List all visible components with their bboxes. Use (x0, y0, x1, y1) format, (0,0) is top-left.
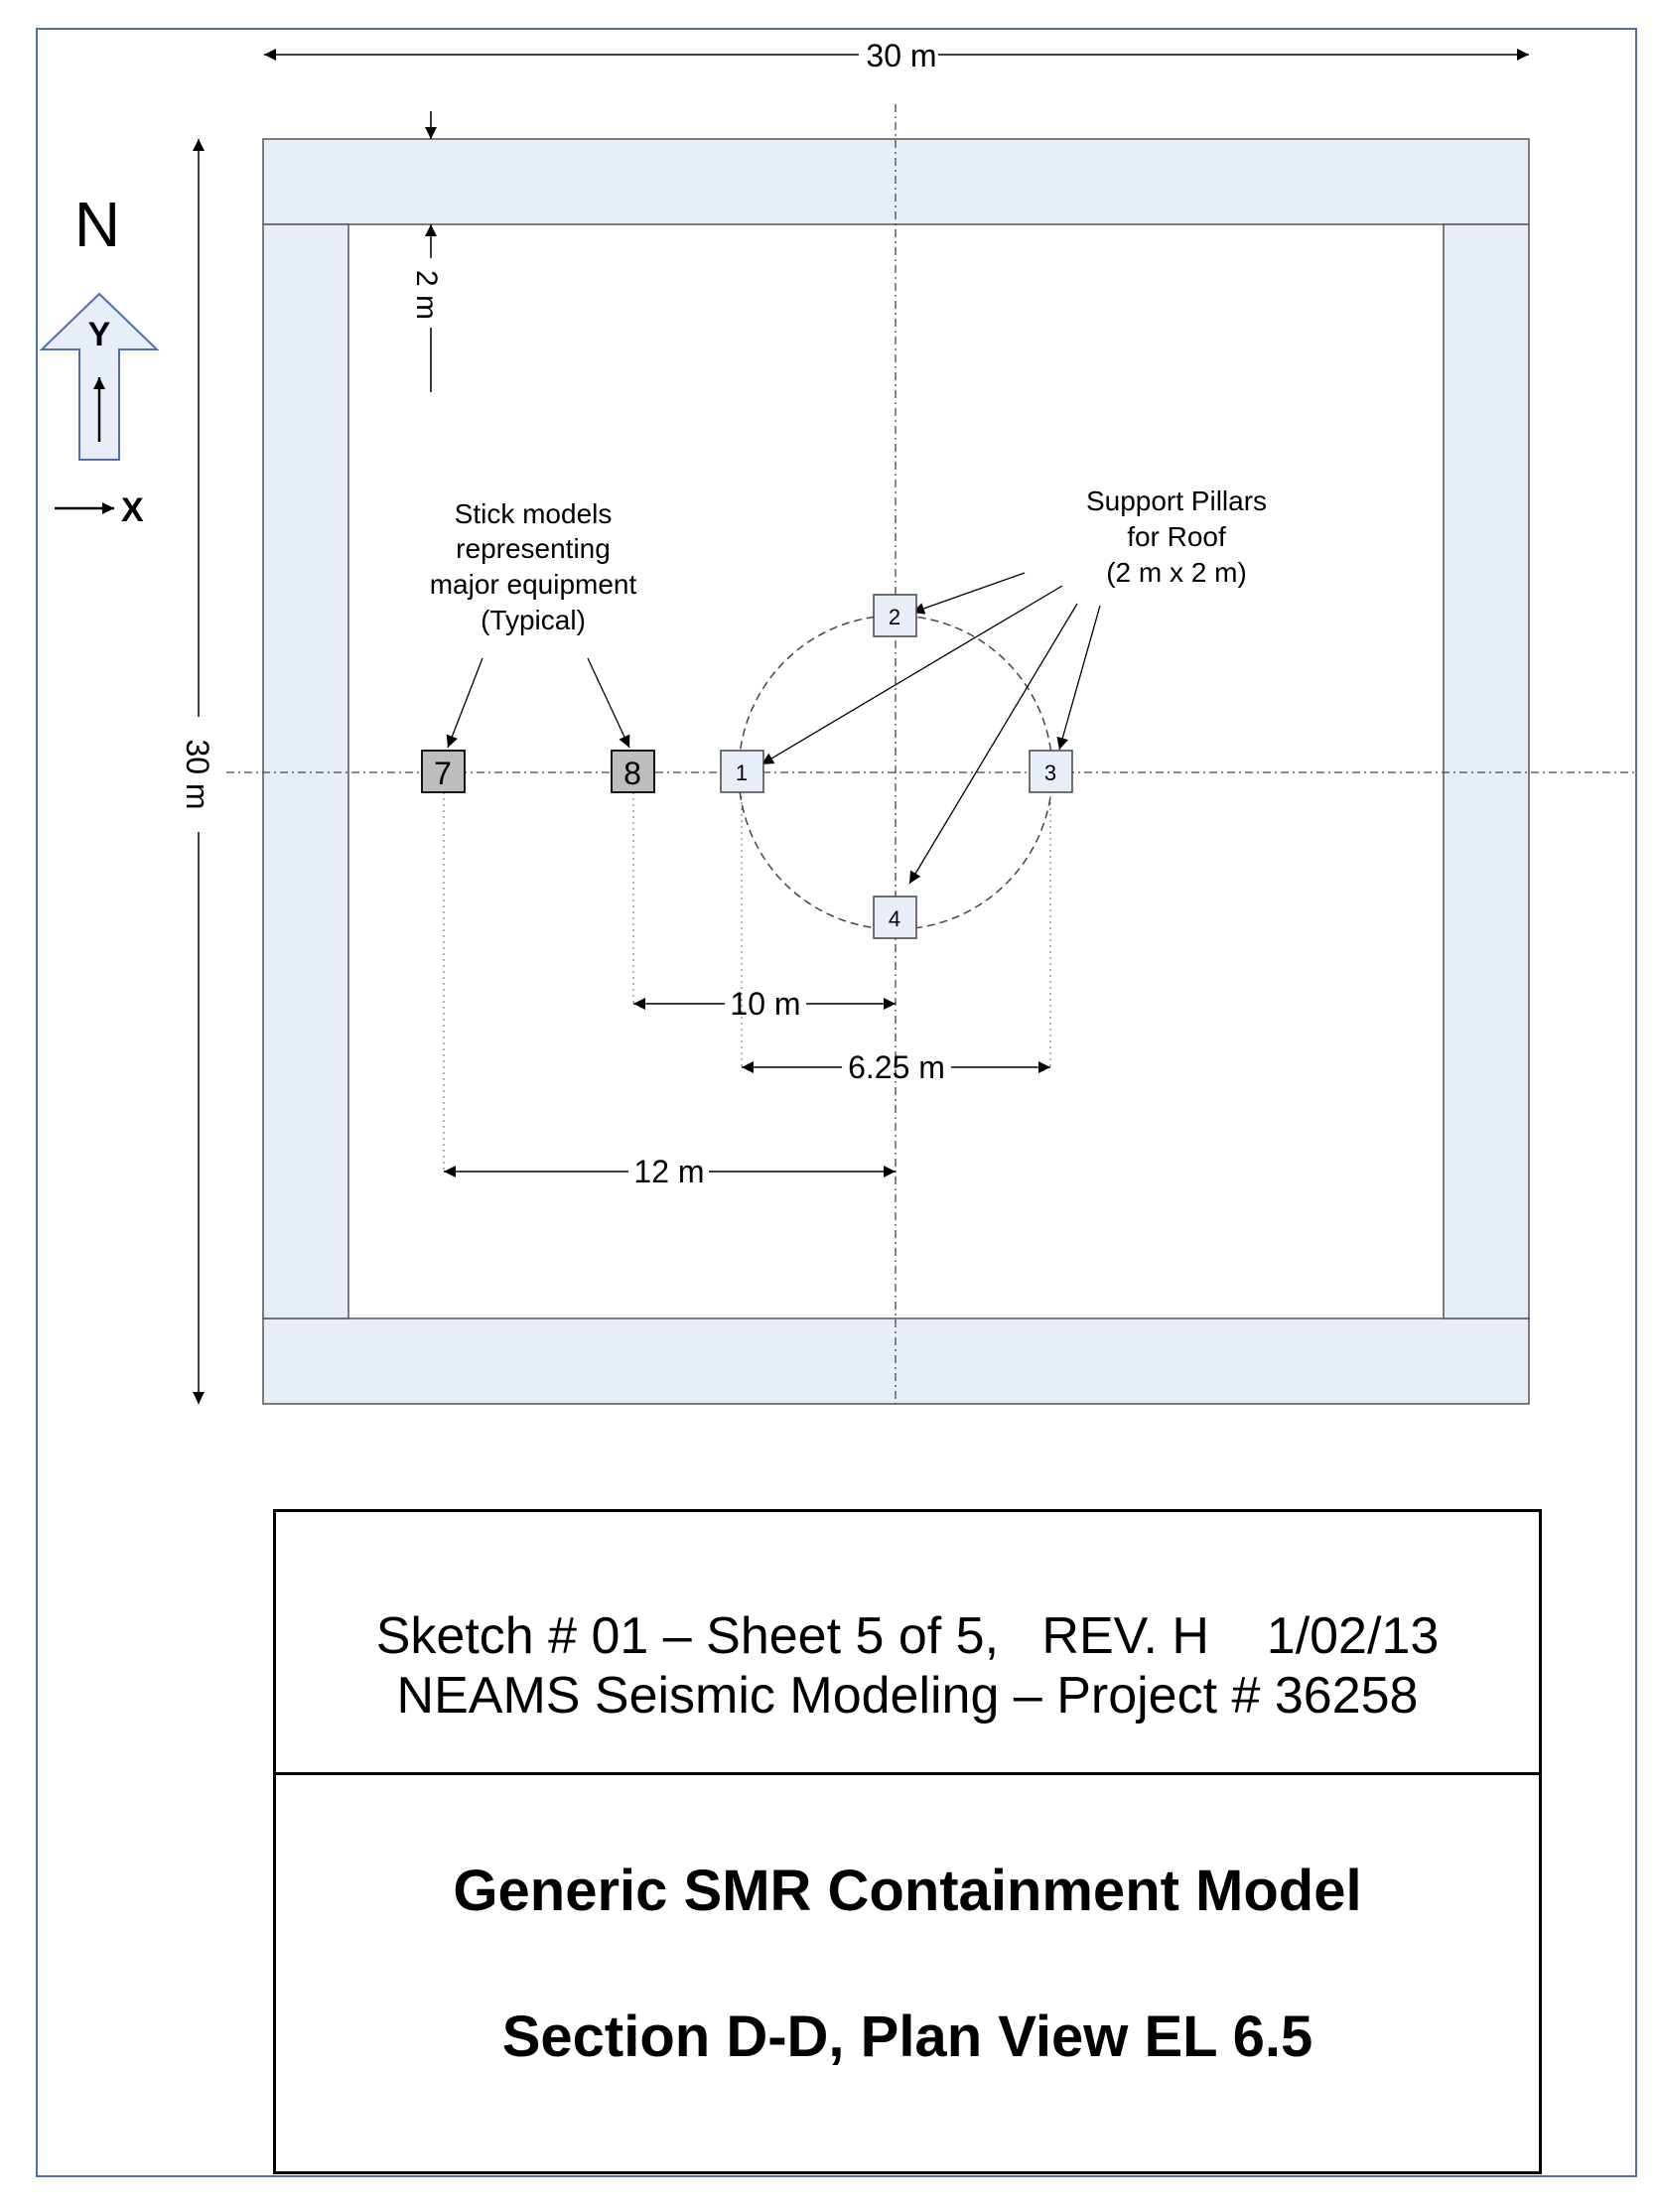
dim-overall-width-label: 30 m (866, 38, 936, 73)
note-pillars-line: for Roof (1127, 521, 1226, 552)
note-equipment-line: (Typical) (481, 605, 586, 635)
note-pillars-line: Support Pillars (1086, 485, 1267, 516)
north-label: N (74, 189, 120, 260)
dim-overall-length-label: 30 m (180, 739, 215, 809)
pillar-4: 4 (873, 896, 917, 939)
axis-x-label: X (121, 491, 144, 529)
project-info: NEAMS Seismic Modeling – Project # 36258 (396, 1667, 1419, 1725)
drawing-title: Generic SMR Containment Model (453, 1859, 1362, 1923)
equipment-8: 8 (611, 750, 655, 793)
equipment-7: 7 (421, 750, 466, 793)
pillar-2-label: 2 (889, 605, 900, 629)
sketch-info: Sketch # 01 – Sheet 5 of 5, REV. H 1/02/… (375, 1607, 1440, 1665)
north-arrow-icon (39, 292, 160, 461)
title-block-header: Sketch # 01 – Sheet 5 of 5, REV. H 1/02/… (276, 1512, 1539, 1775)
note-equipment-line: Stick models (455, 498, 613, 529)
pillar-3-label: 3 (1044, 760, 1056, 785)
containment-walls (262, 138, 1530, 1405)
dim-wall-thickness-label: 2 m (410, 270, 443, 320)
east-wall (1443, 223, 1530, 1319)
note-equipment-line: representing (456, 533, 611, 564)
note-pillars: Support Pillars for Roof (2 m x 2 m) (1086, 485, 1267, 588)
dim-12m-label: 12 m (633, 1154, 704, 1189)
pillar-1: 1 (720, 750, 764, 793)
title-block: Sketch # 01 – Sheet 5 of 5, REV. H 1/02/… (273, 1509, 1542, 2174)
dim-10m-label: 10 m (730, 986, 800, 1022)
west-wall (262, 223, 349, 1319)
note-equipment: Stick models representing major equipmen… (430, 498, 637, 635)
extension-lines (443, 790, 1051, 1172)
pillar-2: 2 (873, 594, 917, 637)
note-pillars-line: (2 m x 2 m) (1106, 557, 1247, 588)
pillar-4-label: 4 (889, 906, 900, 931)
axis-y-label: Y (88, 316, 111, 353)
page-border (36, 28, 1637, 2177)
pillar-3: 3 (1029, 750, 1073, 793)
dim-625m-label: 6.25 m (848, 1049, 945, 1085)
note-equipment-line: major equipment (430, 569, 637, 600)
equipment-7-label: 7 (434, 756, 452, 791)
drawing-subtitle: Section D-D, Plan View EL 6.5 (501, 2005, 1313, 2069)
equipment-8-label: 8 (623, 756, 641, 791)
note-equipment-leaders (446, 657, 630, 749)
note-pillars-leaders (760, 572, 1101, 885)
pillar-1-label: 1 (736, 760, 748, 785)
